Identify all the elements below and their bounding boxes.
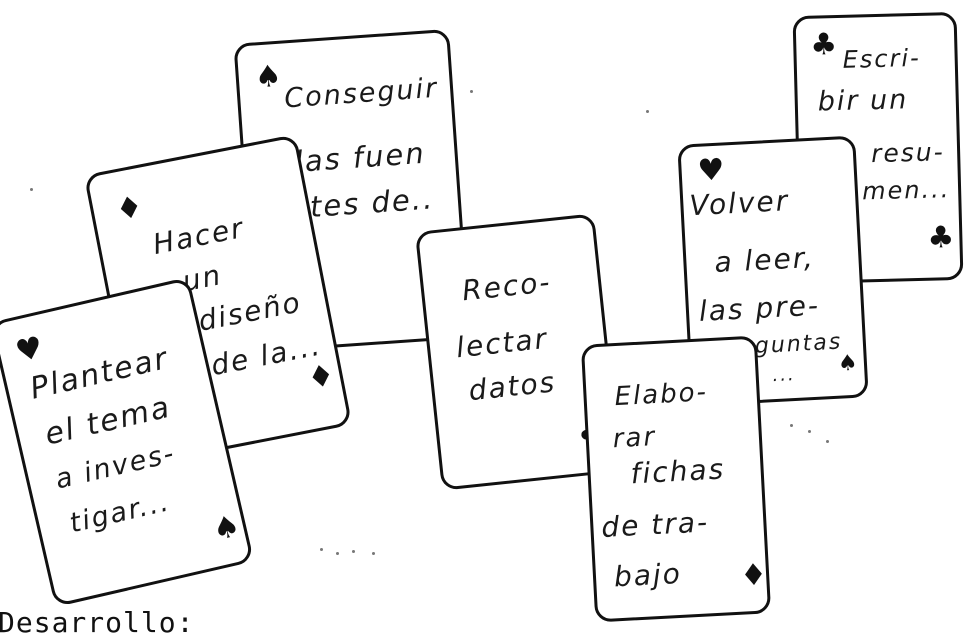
card-text-line: lectar — [455, 322, 550, 364]
noise-speck — [470, 90, 473, 93]
card-text-line: Conseguir — [283, 73, 439, 115]
card-text-line: guntas — [754, 329, 843, 359]
card-text-line: resu- — [871, 137, 945, 168]
spade-icon: ♠ — [837, 353, 858, 376]
heart-icon: ♥ — [697, 155, 725, 186]
card-elaborar: Elabo- rar fichas de tra- bajo ♦ — [581, 336, 771, 623]
heart-icon: ♥ — [13, 333, 46, 368]
card-text-line: las pre- — [698, 289, 821, 328]
card-text-line: fichas — [630, 452, 726, 490]
noise-speck — [646, 110, 649, 113]
noise-speck — [320, 548, 323, 551]
noise-speck — [790, 424, 793, 427]
section-heading: Desarrollo: — [0, 606, 194, 639]
card-text-line: Hacer — [150, 211, 247, 261]
card-text-line: Elabo- — [614, 377, 709, 412]
card-text-line: rar — [612, 422, 657, 454]
noise-speck — [372, 552, 375, 555]
card-text-line: Volver — [689, 184, 790, 222]
noise-speck — [30, 188, 33, 191]
card-text-line: Reco- — [461, 265, 553, 307]
card-text-line: a leer, — [714, 241, 816, 279]
diamond-icon: ♦ — [739, 560, 767, 591]
spade-icon: ♠ — [210, 511, 243, 546]
card-text-line: datos — [467, 365, 558, 407]
diamond-icon: ♦ — [113, 192, 145, 227]
card-text-line: tes de.. — [309, 181, 435, 224]
card-text-line: las fuen — [294, 136, 427, 179]
noise-speck — [336, 552, 339, 555]
card-text-line: diseño — [196, 285, 305, 337]
card-text-line: de tra- — [601, 505, 710, 544]
card-text-line: tigar... — [67, 486, 174, 539]
card-text-line: men... — [862, 175, 951, 205]
card-text-line: Escri- — [842, 44, 921, 74]
noise-speck — [352, 550, 355, 553]
spade-icon: ♠ — [254, 62, 283, 94]
card-text-line: ... — [772, 364, 796, 386]
card-text-line: bir un — [817, 84, 908, 117]
club-icon: ♣ — [927, 223, 955, 254]
noise-speck — [826, 440, 829, 443]
noise-speck — [808, 430, 811, 433]
card-text-line: bajo — [613, 557, 682, 594]
club-icon: ♣ — [810, 30, 838, 61]
diamond-icon: ♦ — [305, 360, 337, 395]
